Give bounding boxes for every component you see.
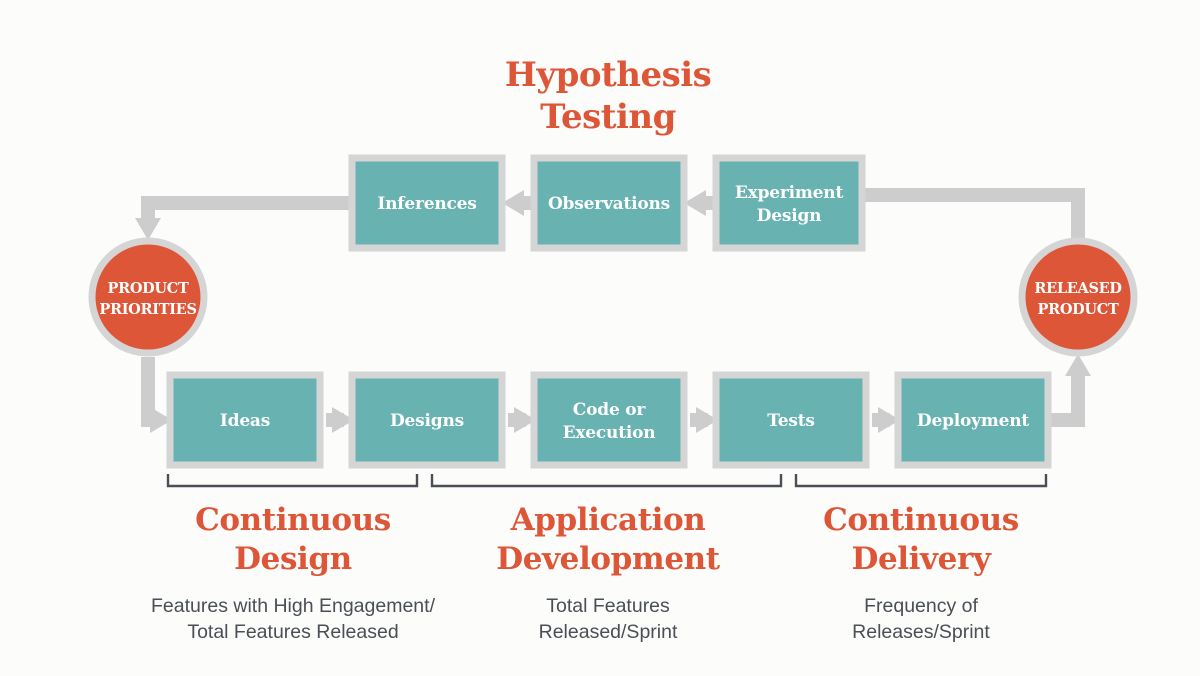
connector-released-to-experiment xyxy=(862,188,1085,240)
section-application-development: Application Development Total Features R… xyxy=(496,502,721,643)
node-designs-label: Designs xyxy=(390,411,464,431)
node-inferences-shape xyxy=(348,154,506,252)
node-ideas[interactable]: Ideas xyxy=(166,371,324,469)
circle-nodes: PRODUCT PRIORITIES RELEASED PRODUCT xyxy=(88,237,1138,357)
section-continuous-design: Continuous Design Features with High Eng… xyxy=(151,502,436,643)
node-released-product[interactable]: RELEASED PRODUCT xyxy=(1018,237,1138,357)
connector-deployment-to-released xyxy=(1048,354,1091,427)
connector-designs-to-code xyxy=(508,407,536,433)
connector-code-to-tests xyxy=(690,407,718,433)
section-brackets xyxy=(166,474,1048,488)
bracket-application-development xyxy=(430,474,783,488)
node-deployment-label: Deployment xyxy=(917,411,1029,431)
node-experiment-design-label-line-2: Design xyxy=(757,206,822,226)
section-continuous-delivery: Continuous Delivery Frequency of Release… xyxy=(823,502,1019,643)
section-continuous-design-sub-line-2: Total Features Released xyxy=(187,621,398,643)
section-continuous-delivery-sub-line-1: Frequency of xyxy=(864,595,978,617)
section-application-development-sub-line-2: Released/Sprint xyxy=(539,621,678,643)
node-released-product-shape xyxy=(1018,237,1138,357)
node-ideas-shape xyxy=(166,371,324,469)
connectors-layer xyxy=(135,188,1091,433)
connector-ideas-to-designs xyxy=(326,407,354,433)
title-line-1: Hypothesis xyxy=(505,55,712,95)
section-application-development-title-line-1: Application xyxy=(510,502,706,538)
node-deployment-shape xyxy=(894,371,1052,469)
node-ideas-label: Ideas xyxy=(220,411,270,431)
section-application-development-sub-line-1: Total Features xyxy=(546,595,670,617)
section-continuous-delivery-title-line-1: Continuous xyxy=(823,502,1019,538)
node-code-or-execution-shape xyxy=(530,371,688,469)
node-observations-shape xyxy=(530,154,688,252)
section-continuous-delivery-sub-line-2: Releases/Sprint xyxy=(852,621,990,643)
section-continuous-design-title-line-2: Design xyxy=(234,541,352,577)
section-continuous-design-sub-line-1: Features with High Engagement/ xyxy=(151,595,436,617)
node-product-priorities[interactable]: PRODUCT PRIORITIES xyxy=(88,237,208,357)
connector-tests-to-deployment xyxy=(872,407,900,433)
section-continuous-delivery-title-line-2: Delivery xyxy=(851,541,991,577)
node-inferences[interactable]: Inferences xyxy=(348,154,506,252)
section-application-development-title-line-2: Development xyxy=(496,541,721,577)
node-code-or-execution[interactable]: Code or Execution xyxy=(530,371,688,469)
bottom-row-boxes: Ideas Designs Code or Execution Tests De… xyxy=(166,371,1052,469)
node-experiment-design-label-line-1: Experiment xyxy=(735,183,844,203)
node-inferences-label: Inferences xyxy=(377,194,476,214)
node-tests-shape xyxy=(712,371,870,469)
node-product-priorities-label-line-1: PRODUCT xyxy=(107,280,189,297)
node-code-or-execution-label-line-1: Code or xyxy=(573,400,647,420)
top-row-boxes: Inferences Observations Experiment Desig… xyxy=(348,154,866,252)
node-designs-shape xyxy=(348,371,506,469)
section-continuous-design-title-line-1: Continuous xyxy=(195,502,391,538)
node-released-product-label-line-1: RELEASED xyxy=(1034,280,1121,297)
bracket-continuous-design xyxy=(166,474,419,488)
node-observations[interactable]: Observations xyxy=(530,154,688,252)
node-product-priorities-shape xyxy=(88,237,208,357)
section-labels: Continuous Design Features with High Eng… xyxy=(151,502,1019,643)
node-code-or-execution-label-line-2: Execution xyxy=(563,423,656,443)
node-observations-label: Observations xyxy=(548,194,670,214)
title-line-2: Testing xyxy=(540,97,676,137)
node-deployment[interactable]: Deployment xyxy=(894,371,1052,469)
connector-priorities-to-ideas xyxy=(141,357,172,433)
node-tests-label: Tests xyxy=(767,411,815,431)
page-title: Hypothesis Testing xyxy=(505,55,712,137)
bracket-continuous-delivery xyxy=(794,474,1048,488)
node-experiment-design[interactable]: Experiment Design xyxy=(712,154,866,252)
node-experiment-design-shape xyxy=(712,154,866,252)
node-product-priorities-label-line-2: PRIORITIES xyxy=(99,301,196,318)
node-tests[interactable]: Tests xyxy=(712,371,870,469)
node-designs[interactable]: Designs xyxy=(348,371,506,469)
connector-inferences-to-priorities xyxy=(135,196,354,240)
node-released-product-label-line-2: PRODUCT xyxy=(1037,301,1119,318)
